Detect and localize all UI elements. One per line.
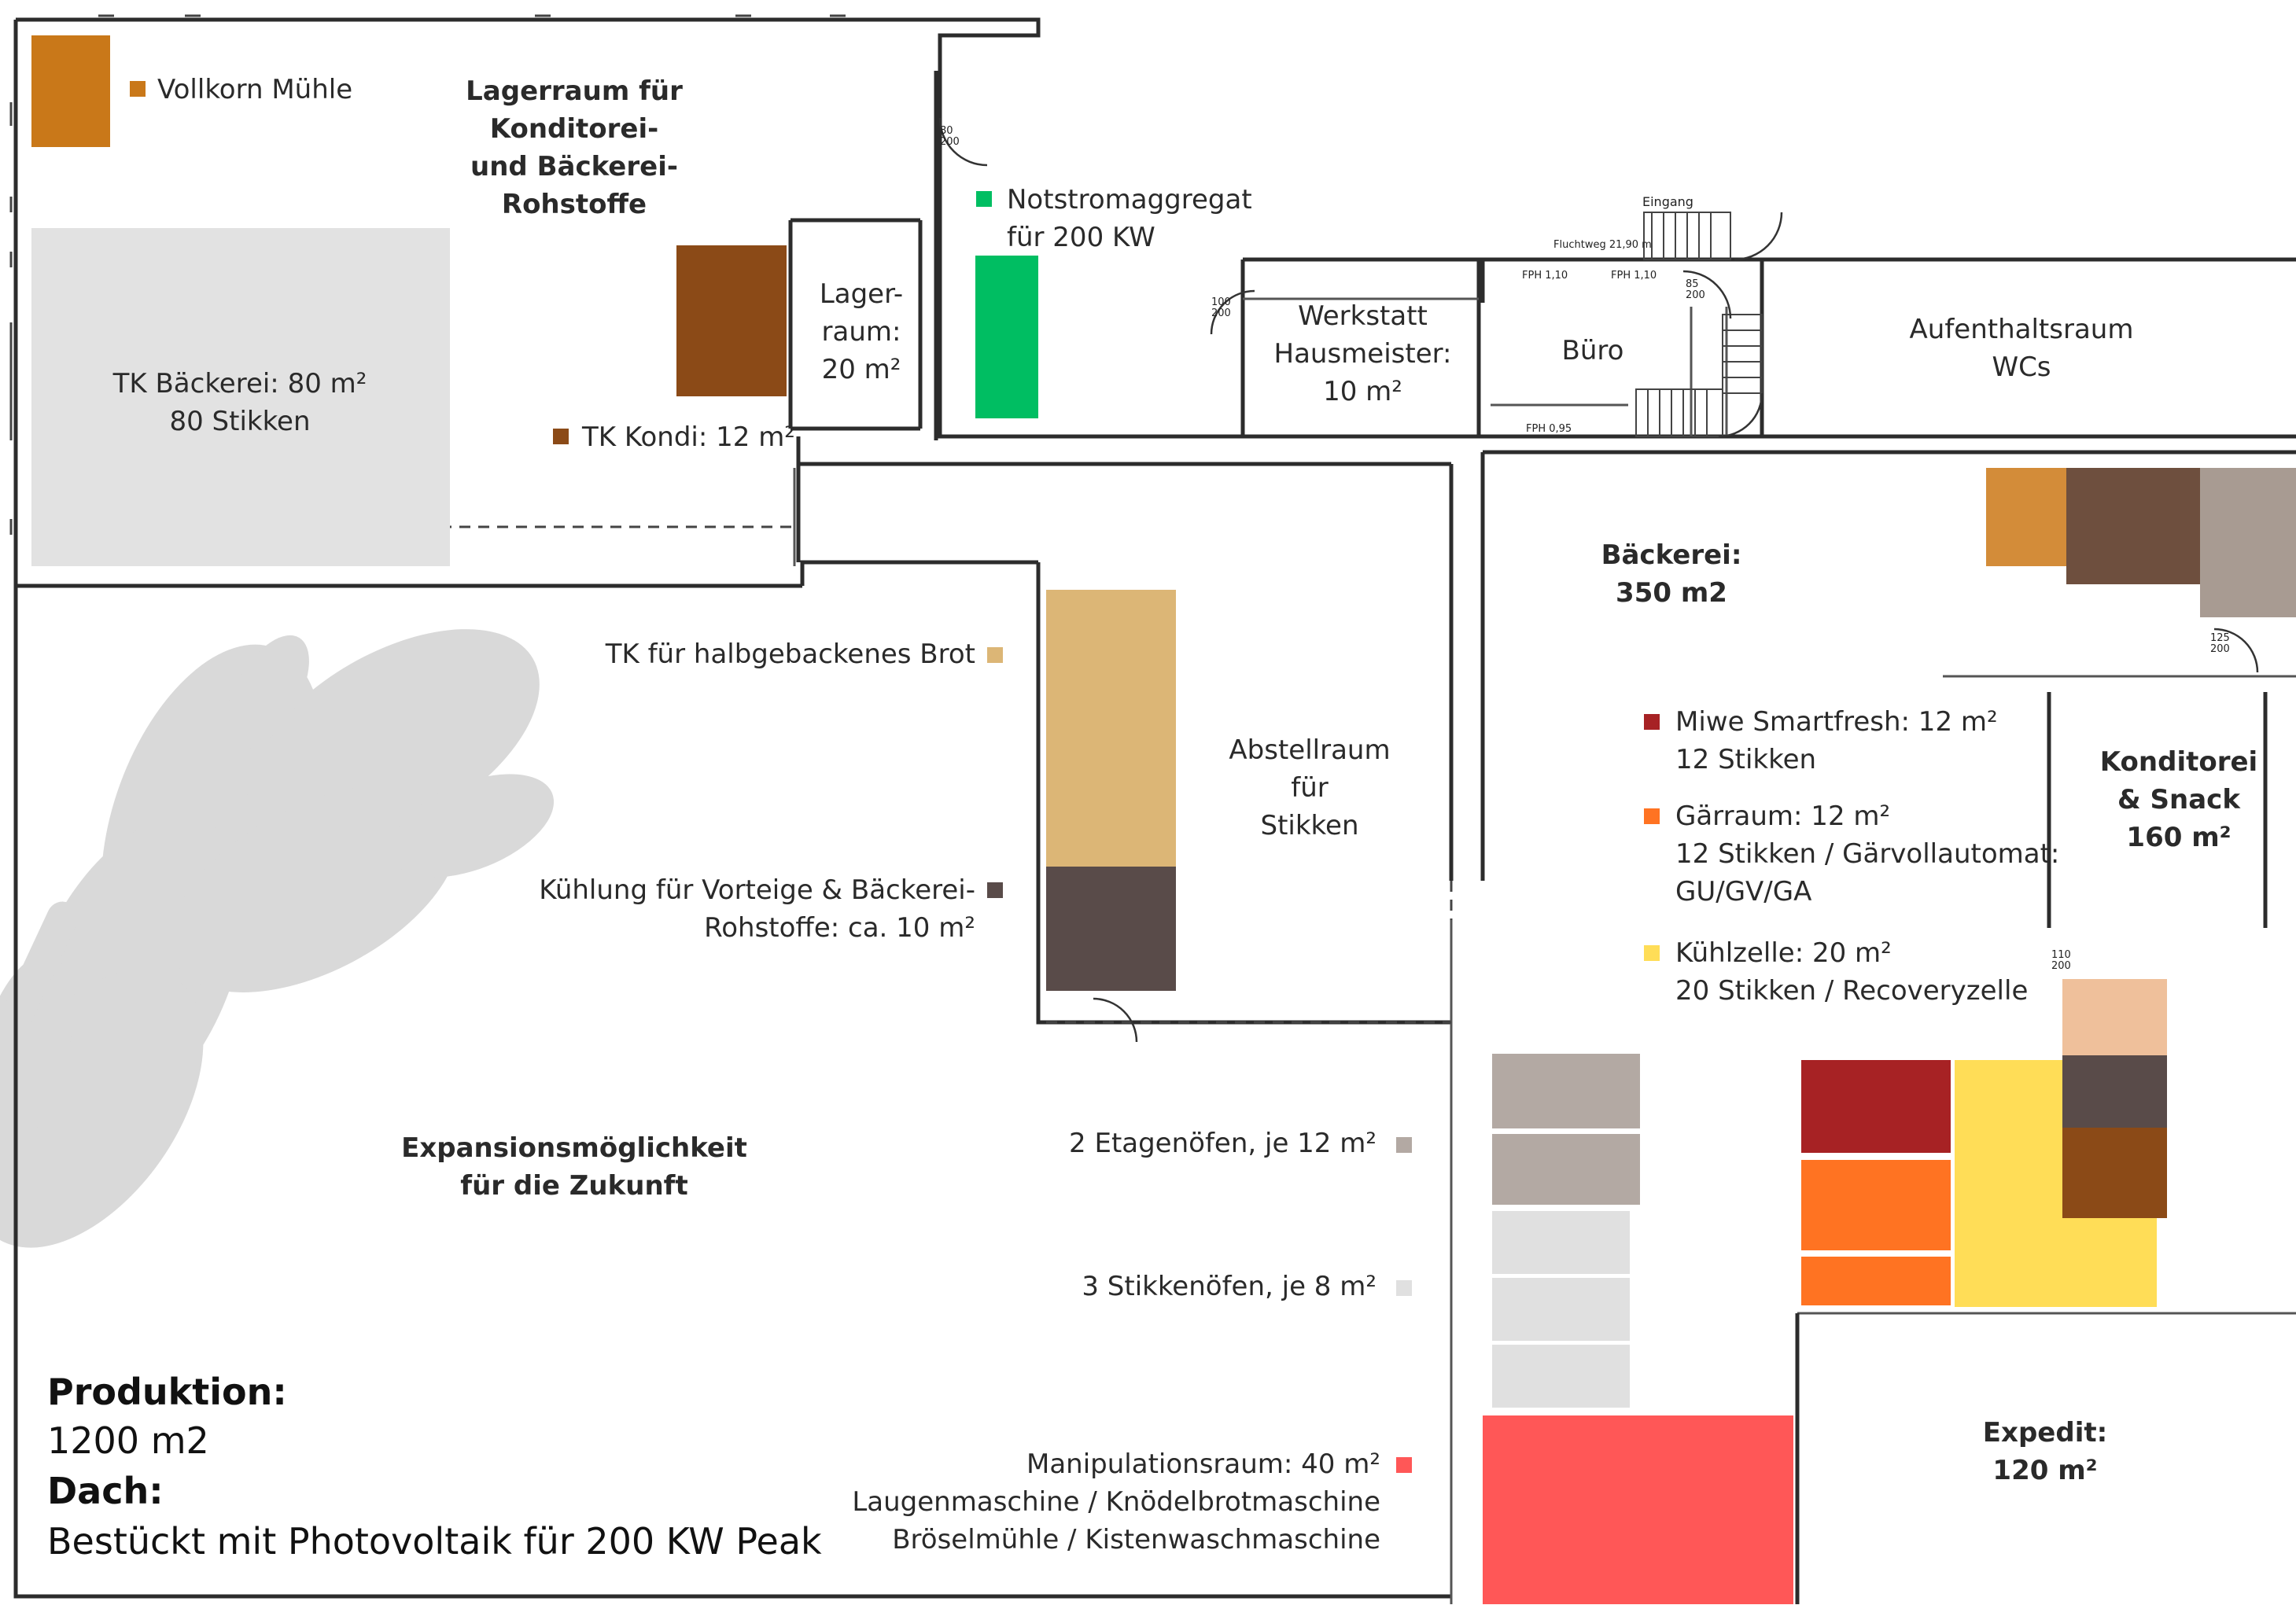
- block-notstrom: [975, 256, 1038, 418]
- label-vollkorn: Vollkorn Mühle: [157, 74, 353, 105]
- block-stikkenofen-1: [1492, 1211, 1630, 1274]
- block-stikkenofen-2: [1492, 1278, 1630, 1341]
- label-fph-3: FPH 0,95: [1526, 423, 1572, 435]
- label-abstellraum: Abstellraum für Stikken: [1229, 734, 1391, 841]
- roof-title: Dach:: [47, 1470, 164, 1512]
- swatch-manipulation: [1396, 1457, 1412, 1473]
- label-lagerraum-title: Lagerraum für Konditorei- und Bäckerei- …: [466, 75, 683, 220]
- roof-text: Bestückt mit Photovoltaik für 200 KW Pea…: [47, 1520, 822, 1563]
- block-dark-kondi: [2062, 1055, 2167, 1128]
- walls: [13, 17, 2296, 1604]
- label-etagenoefen: 2 Etagenöfen, je 12 m²: [1069, 1128, 1376, 1159]
- label-fluchtweg: Fluchtweg 21,90 m: [1553, 239, 1652, 251]
- block-gaerraum-1: [1801, 1160, 1951, 1250]
- label-tk-brot: TK für halbgebackenes Brot: [605, 639, 975, 670]
- block-tk-kondi: [676, 245, 787, 396]
- label-tk-baeckerei: TK Bäckerei: 80 m² 80 Stikken: [112, 368, 367, 437]
- label-eingang: Eingang: [1642, 194, 1693, 209]
- block-etagenofen-2: [1492, 1134, 1640, 1205]
- swatch-notstrom: [976, 191, 992, 207]
- label-baeckerei: Bäckerei: 350 m2: [1601, 539, 1742, 609]
- block-konditorei-a: [1986, 468, 2066, 566]
- swatch-smartfresh: [1644, 714, 1660, 730]
- swatch-stikkenofen: [1396, 1280, 1412, 1296]
- label-kuehlzelle: Kühlzelle: 20 m² 20 Stikken / Recoveryze…: [1675, 937, 2029, 1007]
- block-stikkenofen-3: [1492, 1345, 1630, 1408]
- block-konditorei-b: [2066, 468, 2200, 584]
- label-expedit: Expedit: 120 m²: [1982, 1417, 2108, 1486]
- swatch-kuehlzelle: [1644, 945, 1660, 961]
- dashed-openings: [440, 525, 1453, 1024]
- block-tk-brot: [1046, 590, 1176, 867]
- label-kuehlung: Kühlung für Vorteige & Bäckerei- Rohstof…: [539, 874, 975, 944]
- label-tk-kondi: TK Kondi: 12 m²: [582, 421, 795, 453]
- window-marks: [9, 14, 846, 535]
- label-aufenthalt: Aufenthaltsraum WCs: [1909, 314, 2134, 383]
- block-manipulation: [1483, 1415, 1793, 1604]
- room-blocks: [31, 35, 2296, 1604]
- swatch-vollkorn: [130, 81, 146, 97]
- stairs: [1635, 212, 1763, 437]
- label-gaerraum: Gärraum: 12 m² 12 Stikken / Gärvollautom…: [1675, 801, 2060, 907]
- block-gaerraum-2: [1801, 1257, 1951, 1305]
- label-buero: Büro: [1561, 335, 1624, 366]
- label-lagerraum-small: Lager- raum: 20 m²: [819, 278, 904, 385]
- label-fph-2: FPH 1,10: [1611, 270, 1657, 282]
- block-konditorei-c: [2200, 468, 2296, 617]
- swatch-tk-brot: [987, 647, 1003, 663]
- label-door-125-200: 125 200: [2210, 632, 2230, 655]
- block-kuehlung: [1046, 867, 1176, 991]
- block-peach: [2062, 979, 2167, 1055]
- label-smartfresh: Miwe Smartfresh: 12 m² 12 Stikken: [1675, 706, 1998, 775]
- label-door-85-200: 85 200: [1686, 278, 1705, 301]
- label-door-80-200: 80 200: [940, 125, 960, 148]
- block-vollkorn: [31, 35, 110, 147]
- label-stikkenoefen: 3 Stikkenöfen, je 8 m²: [1082, 1271, 1376, 1302]
- label-fph-1: FPH 1,10: [1522, 270, 1568, 282]
- swatch-gaerraum: [1644, 808, 1660, 824]
- label-notstrom: Notstromaggregat für 200 KW: [1007, 184, 1252, 253]
- label-konditorei: Konditorei & Snack 160 m²: [2099, 746, 2258, 853]
- production-title: Produktion:: [47, 1371, 287, 1413]
- block-brown-kondi: [2062, 1128, 2167, 1218]
- swatch-kuehlung: [987, 882, 1003, 898]
- label-expansion: Expansionsmöglichkeit für die Zukunft: [401, 1132, 747, 1202]
- label-door-110-200: 110 200: [2051, 949, 2071, 972]
- block-tk-baeckerei: [31, 228, 450, 566]
- swatch-etagenofen: [1396, 1137, 1412, 1153]
- swatch-tk-kondi: [553, 429, 569, 444]
- label-door-100-200: 100 200: [1211, 296, 1231, 319]
- label-manipulation: Manipulationsraum: 40 m² Laugenmaschine …: [852, 1449, 1380, 1555]
- block-etagenofen-1: [1492, 1054, 1640, 1128]
- production-area: 1200 m2: [47, 1419, 209, 1462]
- label-werkstatt: Werkstatt Hausmeister: 10 m²: [1273, 300, 1452, 407]
- block-smartfresh: [1801, 1060, 1951, 1153]
- wheat-leaves-watermark: [0, 629, 555, 1248]
